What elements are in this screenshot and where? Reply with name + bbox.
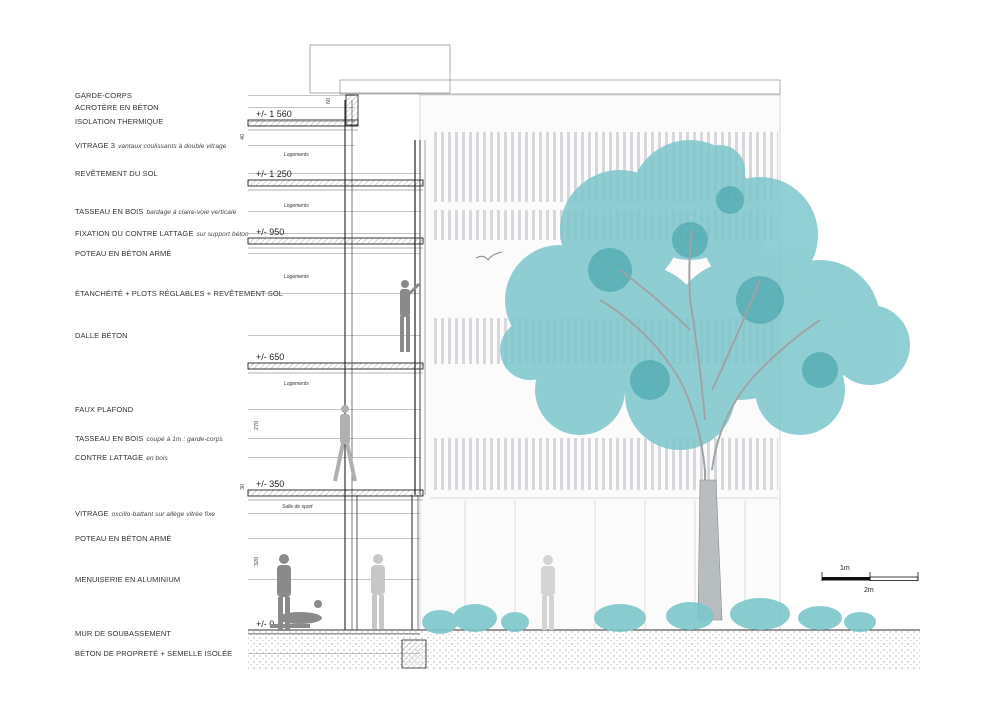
annotation-main: MENUISERIE EN ALUMINIUM [75,575,180,584]
tree-illustration [422,140,910,634]
annotation-main: VITRAGE 3 [75,141,115,150]
annotation-label: ÉTANCHÉITÉ + PLOTS RÉGLABLES + REVÊTEMEN… [75,289,283,298]
annotation-main: TASSEAU EN BOIS [75,434,143,443]
scale-label-1m: 1m [840,565,850,572]
annotation: GARDE-CORPS [75,91,355,100]
annotation-main: ÉTANCHÉITÉ + PLOTS RÉGLABLES + REVÊTEMEN… [75,289,283,298]
parapet [345,94,359,126]
annotation-main: TASSEAU EN BOIS [75,207,143,216]
annotation: POTEAU EN BÉTON ARMÉ [75,534,420,543]
annotation-label: DALLE BÉTON [75,331,128,340]
scale-bar: 1m 2m [821,565,919,594]
shrubs [422,598,876,634]
annotation-detail: sur support béton [196,231,249,238]
level-marker: +/- 950 [256,227,284,237]
room-label: Logements [284,203,309,209]
annotation-main: ISOLATION THERMIQUE [75,117,163,126]
annotation-label: FAUX PLAFOND [75,405,134,414]
level-markers: +/- 1 560 +/- 1 250 +/- 950 +/- 650 +/- 350 +… [256,109,292,629]
annotation-label: REVÊTEMENT DU SOL [75,169,158,178]
bird-sketch [475,251,503,262]
annotation-detail: vantaux coulissants à double vitrage [118,143,227,150]
room-label: Logements [284,152,309,158]
annotation-labels: GARDE-CORPS ACROTÈRE EN BÉTON ISOLATION TH… [75,91,420,658]
dimension-label: 30 [240,484,246,490]
annotation-detail: bardage à claire-voie verticale [146,209,236,216]
annotation-detail: en bois [146,455,168,462]
annotation-main: POTEAU EN BÉTON ARMÉ [75,249,171,258]
annotation-main: BÉTON DE PROPRETÉ + SEMELLE ISOLÉE [75,649,232,658]
annotation-detail: coupé à 1m : garde-corps [146,436,223,443]
annotation: DALLE BÉTON [75,331,420,340]
annotation-main: VITRAGE [75,509,109,518]
annotation-main: CONTRE LATTAGE [75,453,143,462]
annotation: MENUISERIE EN ALUMINIUM [75,575,420,584]
person-silhouette [400,280,421,352]
annotation-main: MUR DE SOUBASSEMENT [75,629,171,638]
dimension-labels: 40 60 270 30 320 [240,98,332,566]
person-silhouette [541,555,555,630]
room-label: Logements [284,274,309,280]
person-silhouette [270,600,322,628]
annotation-label: MENUISERIE EN ALUMINIUM [75,575,180,584]
ground [248,629,920,670]
annotation: ACROTÈRE EN BÉTON [75,103,355,112]
annotation-label: POTEAU EN BÉTON ARMÉ [75,534,171,543]
annotation-main: POTEAU EN BÉTON ARMÉ [75,534,171,543]
level-marker: +/- 1 560 [256,109,292,119]
room-label: Logements [284,381,309,387]
room-labels: LogementsLogementsLogementsLogementsSall… [282,152,313,510]
people-silhouettes [270,280,555,631]
floor-slabs [247,119,424,501]
level-marker: +/- 650 [256,352,284,362]
level-marker: +/- 0 [256,619,274,629]
annotation-main: ACROTÈRE EN BÉTON [75,103,159,112]
annotation: FAUX PLAFOND [75,405,420,414]
floor-slab [247,119,359,127]
room-label: Salle de sport [282,504,313,510]
floor-slab [247,362,424,370]
person-silhouette [371,554,385,629]
dimension-label: 60 [326,98,332,104]
annotation: ÉTANCHÉITÉ + PLOTS RÉGLABLES + REVÊTEMEN… [75,289,420,298]
annotation: REVÊTEMENT DU SOL [75,169,420,178]
dimension-label: 320 [254,557,260,566]
annotation-main: DALLE BÉTON [75,331,128,340]
annotation-label: BÉTON DE PROPRETÉ + SEMELLE ISOLÉE [75,649,232,658]
annotation-label: MUR DE SOUBASSEMENT [75,629,171,638]
annotation-label: ISOLATION THERMIQUE [75,117,163,126]
person-silhouette [333,405,357,482]
dimension-label: 270 [254,421,260,430]
floor-slab [247,489,424,497]
floor-slab [247,237,424,245]
annotation-main: REVÊTEMENT DU SOL [75,169,158,178]
scale-label-2m: 2m [864,587,874,594]
floor-slab [247,179,424,187]
annotation-main: FAUX PLAFOND [75,405,134,414]
annotation-main: GARDE-CORPS [75,91,132,100]
annotation: POTEAU EN BÉTON ARMÉ [75,249,420,258]
annotation-label: GARDE-CORPS [75,91,132,100]
annotation-main: FIXATION DU CONTRE LATTAGE [75,229,193,238]
level-marker: +/- 1 250 [256,169,292,179]
annotation-detail: oscillo-battant sur allège vitrée fixe [112,511,216,518]
dimension-label: 40 [240,134,246,140]
level-marker: +/- 350 [256,479,284,489]
annotation-label: POTEAU EN BÉTON ARMÉ [75,249,171,258]
annotation-label: ACROTÈRE EN BÉTON [75,103,159,112]
